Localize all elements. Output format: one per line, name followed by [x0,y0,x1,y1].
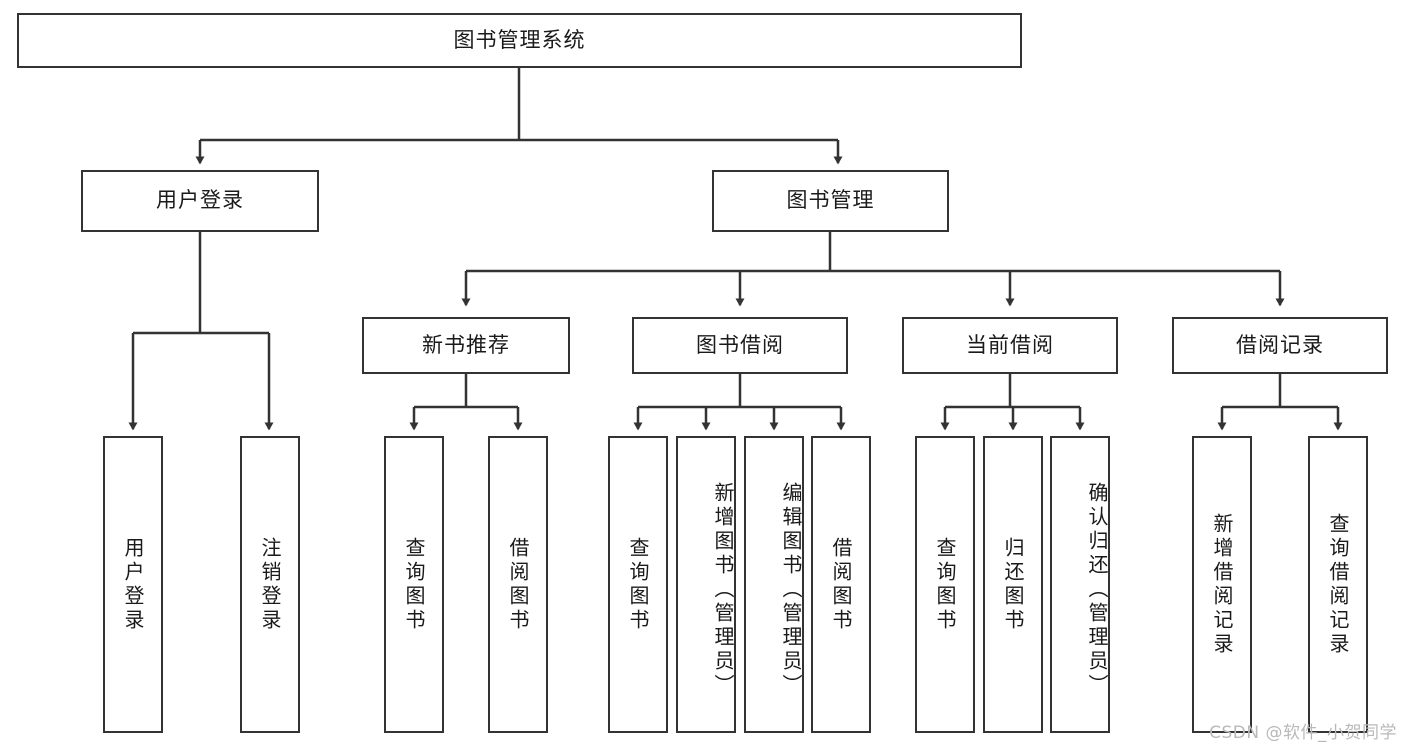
node-book-borrow[interactable]: 图书借阅 [632,317,848,374]
node-label: 查询图书 [933,536,957,633]
node-label: 借阅图书 [829,536,853,633]
node-user-login[interactable]: 用户登录 [81,170,319,232]
node-label: 图书管理 [786,188,875,213]
node-root-book-management-system[interactable]: 图书管理系统 [17,13,1022,68]
leaf-user-login-signout[interactable]: 注销登录 [240,436,300,733]
node-label: 用户登录 [156,188,244,213]
node-label: 图书管理系统 [453,27,586,52]
leaf-borrow-record-query-record[interactable]: 查询借阅记录 [1308,436,1368,733]
node-label: 归还图书 [1001,536,1025,633]
leaf-book-borrow-add-book-admin[interactable]: 新增图书（管理员） [676,436,736,733]
node-label: 用户登录 [121,536,145,633]
node-label: 注销登录 [258,536,282,633]
leaf-book-borrow-query-books[interactable]: 查询图书 [608,436,668,733]
node-label: 借阅记录 [1236,332,1324,357]
node-label: 编辑图书（管理员） [779,481,803,698]
leaf-book-borrow-borrow-books[interactable]: 借阅图书 [811,436,871,733]
node-label: 确认归还（管理员） [1085,481,1109,698]
node-label: 查询图书 [402,536,426,633]
node-current-borrow[interactable]: 当前借阅 [902,317,1118,374]
node-label: 借阅图书 [506,536,530,633]
node-book-management[interactable]: 图书管理 [712,170,949,232]
csdn-watermark: CSDN @软件_小贺同学 [1209,723,1397,743]
node-label: 查询借阅记录 [1326,512,1350,657]
leaf-current-borrow-confirm-return-admin[interactable]: 确认归还（管理员） [1050,436,1110,733]
leaf-borrow-record-add-record[interactable]: 新增借阅记录 [1192,436,1252,733]
leaf-new-book-query-books[interactable]: 查询图书 [384,436,444,733]
leaf-current-borrow-return-books[interactable]: 归还图书 [983,436,1043,733]
leaf-current-borrow-query-books[interactable]: 查询图书 [915,436,975,733]
node-label: 当前借阅 [966,332,1054,357]
node-new-book-recommendation[interactable]: 新书推荐 [362,317,570,374]
node-label: 图书借阅 [696,332,784,357]
leaf-user-login-signin[interactable]: 用户登录 [103,436,163,733]
node-label: 新增借阅记录 [1210,512,1234,657]
leaf-book-borrow-edit-book-admin[interactable]: 编辑图书（管理员） [744,436,804,733]
node-label: 新增图书（管理员） [711,481,735,698]
leaf-new-book-borrow-books[interactable]: 借阅图书 [488,436,548,733]
node-label: 新书推荐 [422,332,510,357]
node-borrow-record[interactable]: 借阅记录 [1172,317,1388,374]
node-label: 查询图书 [626,536,650,633]
